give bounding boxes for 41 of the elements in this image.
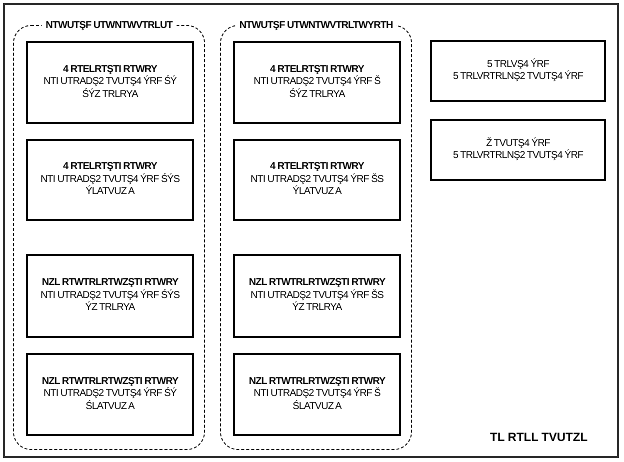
box-text: NTI UTRADŞ2 TVUTŞ4 ÝRF Š — [254, 76, 380, 88]
box-text: NTI UTRADŞ2 TVUTŞ4 ÝRF ŚÝS — [40, 290, 180, 301]
text-box — [26, 353, 194, 436]
text-box — [26, 139, 194, 221]
box-text: ÝZ TRLRYA — [292, 302, 342, 315]
box-text: ŚÝZ TRLRYA — [82, 88, 138, 102]
box-text: NTI UTRADŞ2 TVUTŞ4 ÝRF ŚÝ — [44, 76, 176, 88]
text-box — [430, 40, 606, 102]
text-box — [233, 353, 401, 436]
box-text: Ž TVUTŞ4 ÝRF — [486, 138, 550, 150]
text-box — [26, 254, 194, 338]
box-text: ÝZ TRLRYA — [85, 302, 135, 315]
text-box — [233, 254, 401, 338]
box-text: 5 TRLVRTRLNŞ2 TVUTŞ4 ÝRF — [452, 150, 584, 162]
box-text: 5 TRLVŞ4 ÝRF — [487, 58, 549, 71]
text-box — [233, 139, 401, 221]
box-heading: 4 RTELRTŞTI RTWRY — [270, 64, 364, 75]
box-text: ŚLATVUZ A — [86, 400, 134, 414]
box-heading: NZL RTWTRLRTWZŞTI RTWRY — [42, 376, 178, 387]
box-text: NTI UTRADŞ2 TVUTŞ4 ÝRF ŚÝS — [40, 174, 180, 185]
box-heading: NZL RTWTRLRTWZŞTI RTWRY — [248, 277, 386, 289]
text-box — [26, 41, 194, 124]
group-title: NTWUTŞF UTWNTWVTRLUT — [42, 18, 176, 33]
box-heading: NZL RTWTRLRTWZŞTI RTWRY — [42, 277, 178, 289]
box-text: ÝLATVUZ A — [86, 186, 134, 199]
group-title: NTWUTŞF UTWNTWVTRLTWYRTH — [235, 18, 397, 33]
box-text: NTI UTRADŞ2 TVUTŞ4 ÝRF ŠS — [250, 290, 384, 301]
box-text: NTI UTRADŞ2 TVUTŞ4 ÝRF Š — [254, 388, 380, 400]
box-heading: 4 RTELRTŞTI RTWRY — [270, 161, 364, 173]
box-heading: NZL RTWTRLRTWZŞTI RTWRY — [248, 376, 386, 387]
box-text: ŚÝZ TRLRYA — [289, 88, 345, 102]
text-box — [430, 119, 606, 181]
box-text: NTI UTRADŞ2 TVUTŞ4 ÝRF ŚÝ — [44, 388, 176, 400]
box-heading: 4 RTELRTŞTI RTWRY — [63, 161, 157, 173]
text-box — [233, 41, 401, 124]
box-heading: 4 RTELRTŞTI RTWRY — [63, 64, 157, 75]
box-text: 5 TRLVRTRLNŞ2 TVUTŞ4 ÝRF — [452, 71, 584, 84]
box-text: ÝLATVUZ A — [292, 186, 342, 199]
box-text: NTI UTRADŞ2 TVUTŞ4 ÝRF ŠS — [250, 174, 384, 185]
note-text: TL RTLL TVUTZL — [490, 429, 588, 446]
box-text: ŚLATVUZ A — [292, 400, 342, 414]
